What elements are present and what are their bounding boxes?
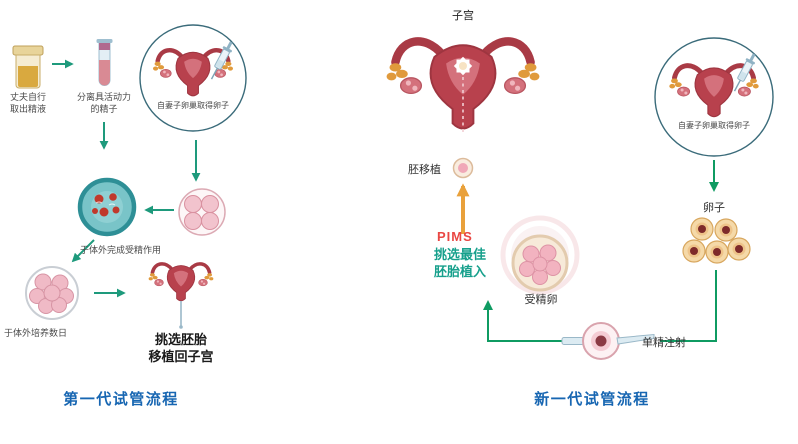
egg-retrieval-circle-right [654, 37, 774, 157]
label-pims: PIMS [437, 229, 473, 244]
label-egg-retrieval-left: 自妻子卵巢取得卵子 [157, 101, 229, 110]
test-tube-icon [96, 39, 113, 86]
embryo-cell-icon [452, 157, 474, 179]
right-flow-lines [483, 160, 719, 342]
label-embryo-transfer-right: 胚移植 [408, 164, 441, 176]
fertilized-egg-icon [511, 234, 569, 292]
title-new-generation: 新一代试管流程 [534, 391, 650, 408]
petri-dish-icon [77, 177, 137, 237]
title-first-generation: 第一代试管流程 [63, 391, 179, 408]
four-cell-embryo-icon [178, 188, 226, 236]
icsi-icon [561, 322, 655, 360]
label-select-best-embryo: 挑选最佳 胚胎植入 [434, 247, 487, 279]
label-sperm-separation: 分离具活动力 的精子 [76, 92, 131, 114]
label-icsi: 单精注射 [642, 337, 686, 349]
label-fertilized-egg: 受精卵 [524, 294, 558, 306]
uterus-small-icon [148, 262, 214, 329]
egg-retrieval-circle-left [139, 24, 247, 132]
label-uterus: 子宫 [452, 10, 474, 22]
specimen-cup-icon [12, 45, 44, 89]
blastocyst-icon [25, 266, 79, 320]
label-fertilization: 于体外完成受精作用 [80, 245, 162, 255]
label-egg-retrieval-right: 自妻子卵巢取得卵子 [678, 121, 750, 130]
uterus-large-icon [387, 41, 540, 132]
left-flow-arrows [52, 59, 201, 298]
label-semen-collection: 丈夫自行 取出精液 [9, 92, 46, 114]
label-eggs: 卵子 [703, 202, 725, 214]
eggs-icon [682, 217, 751, 264]
embryo-star-icon [453, 56, 473, 76]
label-culture: 于体外培养数日 [4, 328, 68, 338]
label-embryo-transfer-left: 挑选胚胎 移植回子宫 [148, 332, 214, 364]
